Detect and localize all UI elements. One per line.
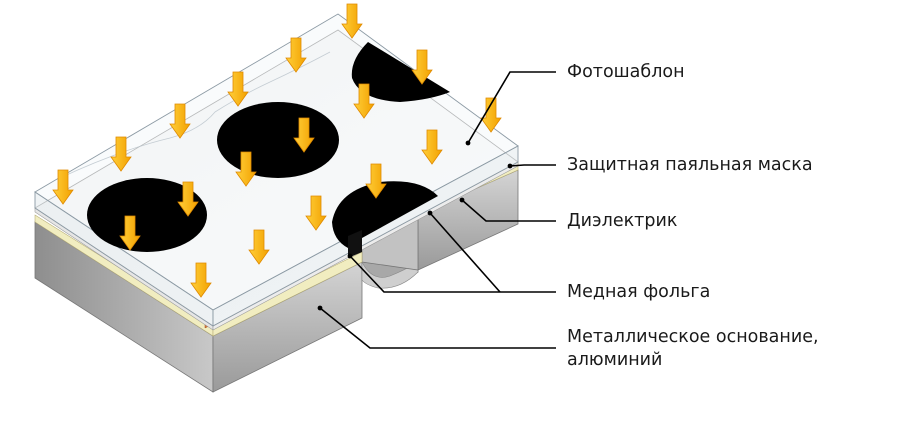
uv-arrow-icon [110, 136, 132, 172]
label-metal-base-line2: алюминий [567, 350, 663, 370]
uv-arrow-icon [248, 229, 270, 265]
mask-openings [87, 42, 450, 258]
label-copper-foil: Медная фольга [567, 282, 711, 302]
mask-opening-4 [332, 181, 438, 248]
uv-arrow-icon [190, 262, 212, 298]
uv-arrow-icon [305, 195, 327, 231]
mask-opening-2 [217, 102, 339, 178]
uv-arrow-icon [293, 117, 315, 153]
uv-arrow-icon [421, 129, 443, 165]
uv-arrow-icon [341, 3, 363, 39]
uv-arrow-icon [227, 71, 249, 107]
uv-arrow-icon [235, 151, 257, 187]
mask-opening-1 [87, 178, 207, 252]
uv-arrow-icon [480, 97, 502, 133]
uv-arrow-icon [285, 37, 307, 73]
leader-dielectric [461, 199, 556, 222]
leader-photomask [467, 71, 556, 144]
uv-arrow-icon [52, 169, 74, 205]
uv-light-arrows [52, 3, 502, 298]
uv-arrow-icon [119, 215, 141, 251]
label-dielectric: Диэлектрик [567, 211, 678, 231]
uv-arrow-icon [411, 49, 433, 85]
label-metal-base-line1: Металлическое основание, [567, 327, 819, 347]
leader-lines [319, 71, 556, 349]
uv-arrow-icon [169, 103, 191, 139]
label-solder-mask: Защитная паяльная маска [567, 155, 813, 175]
uv-arrow-icon [177, 181, 199, 217]
uv-arrow-icon [365, 163, 387, 199]
uv-arrow-icon [353, 83, 375, 119]
leader-copper-2 [429, 212, 501, 293]
leader-copper-1 [349, 255, 556, 293]
label-photomask: Фотошаблон [567, 62, 685, 82]
leader-solder-mask [509, 164, 556, 167]
leader-dots [317, 140, 513, 311]
leader-base [319, 307, 556, 349]
mask-opening-3 [351, 42, 450, 102]
